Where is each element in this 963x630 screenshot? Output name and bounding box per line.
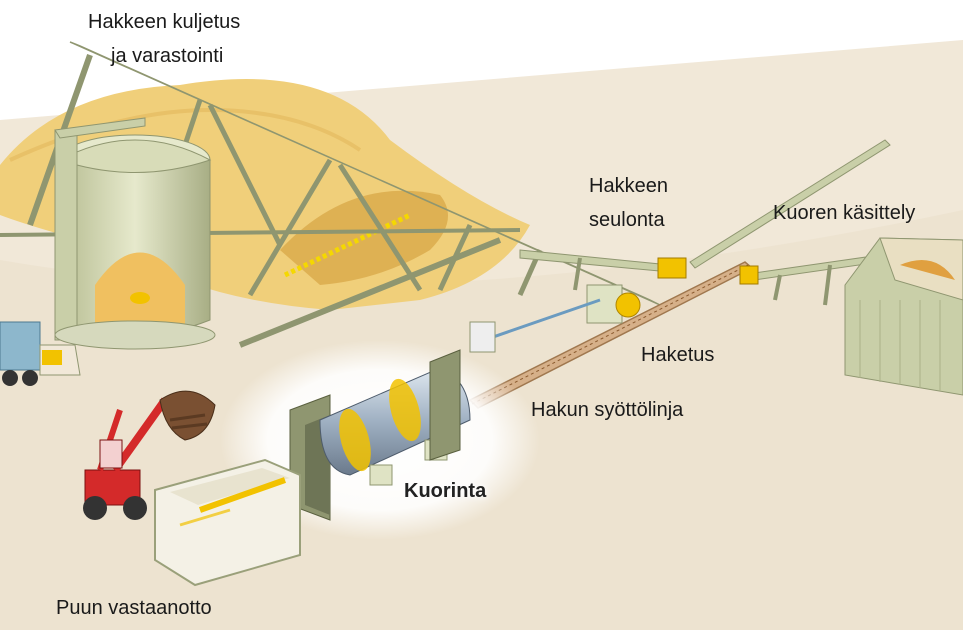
label-wood-receiving: Puun vastaanotto [56,596,212,620]
label-chip-transport-line2: ja varastointi [111,44,223,68]
label-chip-screening-line1: Hakkeen [589,174,668,198]
label-chip-transport-line1: Hakkeen kuljetus [88,10,240,34]
silo-icon [55,118,215,349]
label-chip-screening-line2: seulonta [589,208,665,232]
hall-icon [845,238,963,395]
label-chipping: Haketus [641,343,714,367]
label-debarking: Kuorinta [404,479,486,503]
label-bark-handling: Kuoren käsittely [773,201,915,225]
label-chip-feed-line: Hakun syöttölinja [531,398,683,422]
